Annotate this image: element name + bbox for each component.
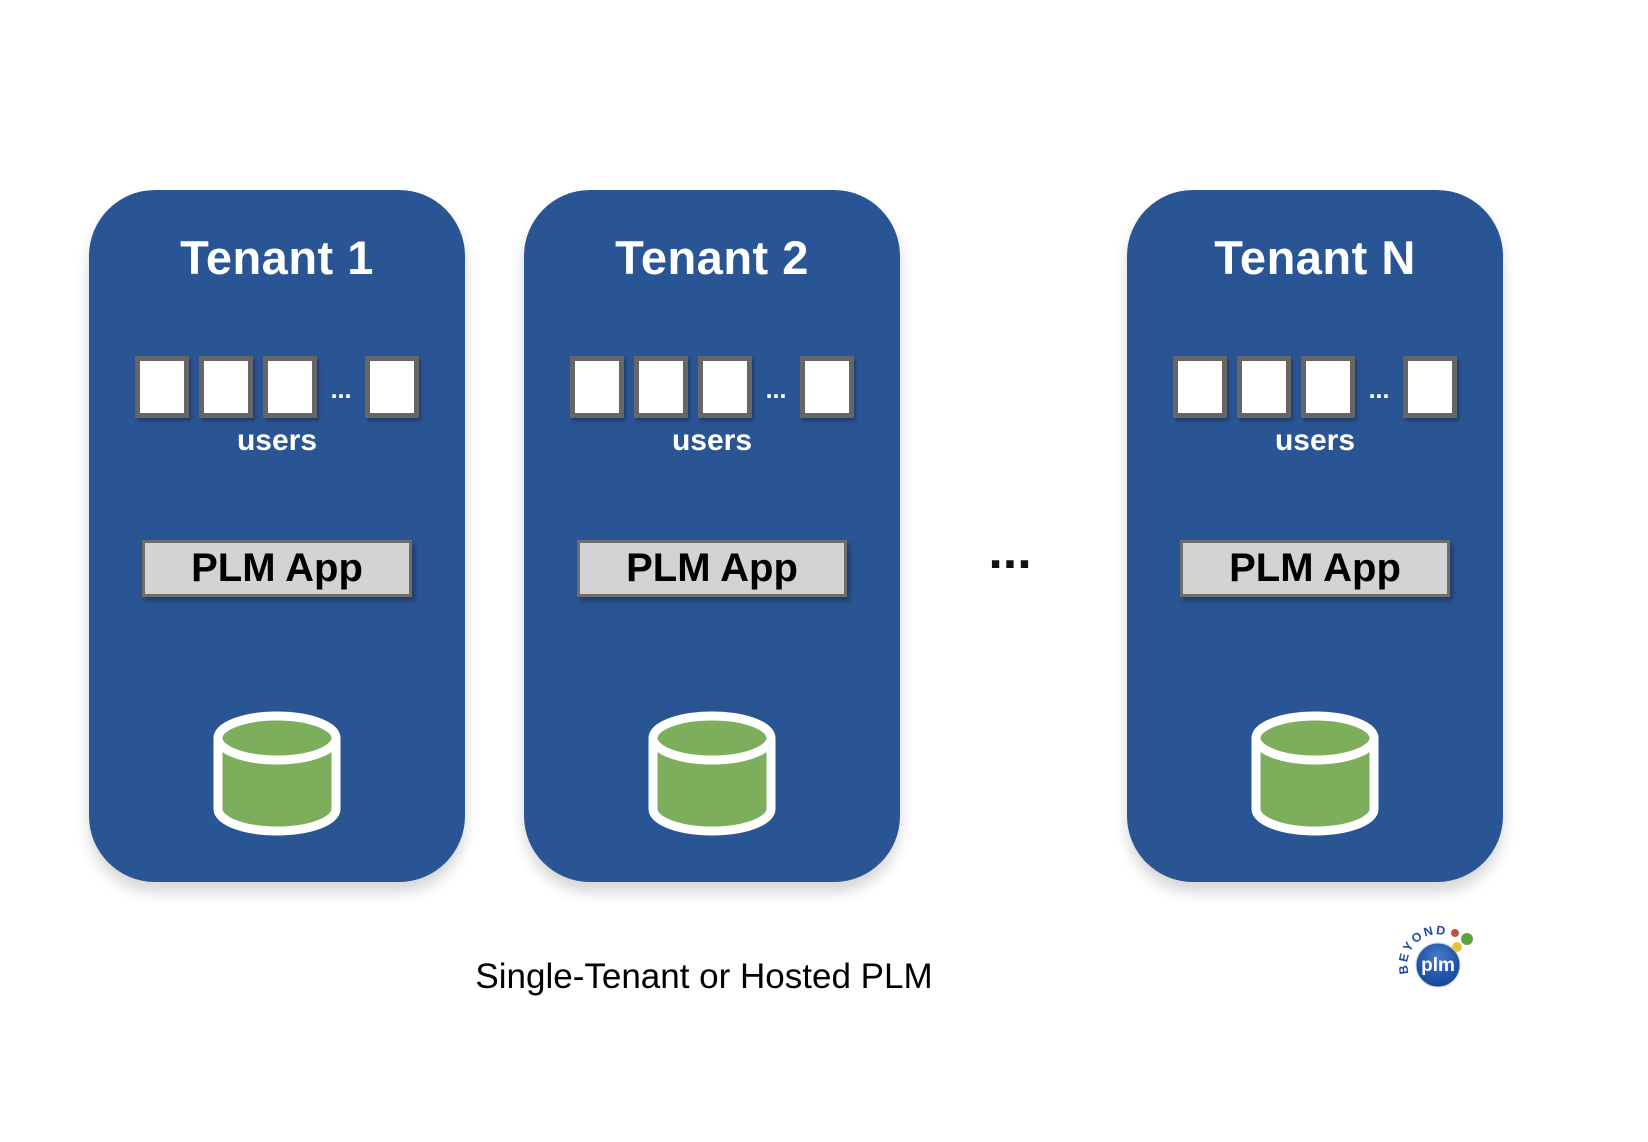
users-row: ... [524, 356, 900, 418]
database-icon [213, 711, 341, 836]
users-label: users [671, 424, 753, 457]
users-label: users [1274, 424, 1356, 457]
database-icon [648, 711, 776, 836]
user-icon [1300, 356, 1355, 418]
more-users-ellipsis: ... [330, 375, 352, 404]
user-icon [800, 356, 855, 418]
plm-app-box: PLM App [142, 540, 412, 597]
beyond-plm-logo: BEYOND plm [1396, 923, 1473, 988]
user-icon [569, 356, 624, 418]
user-icon [262, 356, 317, 418]
user-icon [697, 356, 752, 418]
more-users-ellipsis: ... [765, 375, 787, 404]
users-row: ... [1127, 356, 1503, 418]
logo-dot-red [1451, 929, 1459, 937]
logo-dot-yellow [1452, 942, 1462, 952]
tenant-title: Tenant 1 [180, 231, 374, 284]
user-icon [134, 356, 189, 418]
tenant-n-card: Tenant N ... users PLM App [1127, 190, 1503, 882]
user-icon [365, 356, 420, 418]
user-icon [633, 356, 688, 418]
plm-app-box: PLM App [1180, 540, 1450, 597]
user-icon [1236, 356, 1291, 418]
users-row: ... [89, 356, 465, 418]
user-icon [198, 356, 253, 418]
diagram-caption: Single-Tenant or Hosted PLM [475, 957, 933, 996]
database-icon [1251, 711, 1379, 836]
tenant-2-card: Tenant 2 ... users PLM App [524, 190, 900, 882]
logo-circle [1415, 942, 1461, 988]
more-users-ellipsis: ... [1368, 375, 1390, 404]
logo-dot-green [1461, 933, 1473, 945]
tenant-title: Tenant N [1214, 231, 1416, 284]
user-icon [1403, 356, 1458, 418]
user-icon [1172, 356, 1227, 418]
plm-app-box: PLM App [577, 540, 847, 597]
tenant-title: Tenant 2 [615, 231, 809, 284]
tenants-ellipsis: ... [988, 522, 1032, 580]
tenant-1-card: Tenant 1 ... users PLM App [89, 190, 465, 882]
logo-circle-text: plm [1421, 955, 1455, 976]
users-label: users [236, 424, 318, 457]
